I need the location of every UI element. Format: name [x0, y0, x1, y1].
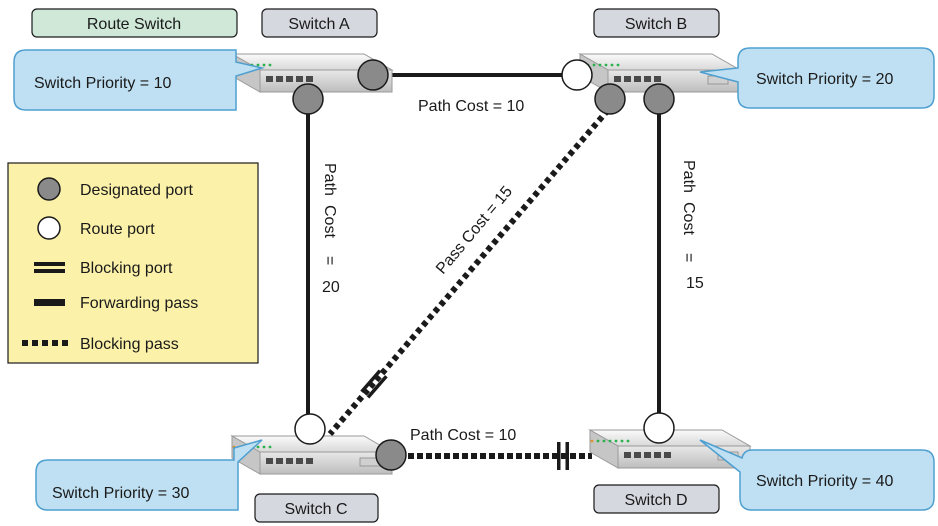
legend-blocking-port-icon-bottom — [34, 269, 65, 273]
link-b-d-label-part1: Path — [680, 160, 697, 193]
switch-c-name-bg — [254, 493, 379, 523]
switch-d-name-bg — [593, 484, 720, 514]
designated-port-b-south — [594, 83, 626, 115]
link-a-c-label: Path Cost = — [321, 163, 338, 265]
link-b-d-label-part3: = — [680, 253, 697, 262]
legend-blocking-pass-label: Blocking pass — [80, 336, 179, 353]
switch-c-priority-text: Switch Priority = 30 — [52, 485, 189, 502]
designated-port-a-east — [357, 59, 389, 91]
link-b-d-label-value: 15 — [686, 275, 704, 292]
route-switch-box: Route Switch — [31, 8, 238, 38]
designated-port-b-southeast — [643, 83, 675, 115]
switch-d-priority-callout: Switch Priority = 40 — [699, 439, 935, 511]
legend-blocking-port-icon-top — [34, 262, 65, 266]
switch-a-name: Switch A — [288, 16, 350, 33]
legend-route-port-icon — [37, 216, 61, 240]
blocking-port-mark-c-d — [557, 442, 569, 470]
link-b-c — [327, 108, 611, 436]
switch-b-priority-text: Switch Priority = 20 — [756, 71, 893, 88]
legend-designated-port-icon — [37, 177, 61, 201]
route-switch-box-bg — [31, 8, 238, 38]
switch-a-name-bg — [261, 8, 378, 38]
switch-d-name-box: Switch D — [593, 484, 720, 514]
switch-b-name-box: Switch B — [593, 8, 720, 38]
legend-forwarding-pass-icon — [34, 299, 65, 306]
switch-a-name-box: Switch A — [261, 8, 378, 38]
link-b-d-label: Path Cost = — [680, 160, 697, 262]
switch-a-priority-callout: Switch Priority = 10 — [13, 49, 265, 111]
blocking-port-mark-b-c — [360, 369, 388, 399]
switch-a-priority-text: Switch Priority = 10 — [34, 75, 171, 92]
switch-c-priority-bubble — [35, 439, 263, 511]
link-a-b-label: Path Cost = 10 — [418, 98, 524, 115]
route-port-d-north — [643, 412, 675, 444]
route-port-c-north — [294, 413, 326, 445]
switch-b-name-bg — [593, 8, 720, 38]
switch-b-priority-bubble — [699, 47, 935, 109]
link-a-c-label-part1: Path — [321, 163, 338, 196]
route-switch-label: Route Switch — [87, 16, 181, 33]
legend-forwarding-pass-label: Forwarding pass — [80, 295, 198, 312]
switch-d-name: Switch D — [624, 492, 687, 509]
designated-port-a-south — [292, 83, 324, 115]
designated-port-c-east — [375, 439, 407, 471]
switch-d-priority-bubble — [699, 439, 935, 511]
switch-c-name: Switch C — [284, 501, 347, 518]
link-a-c-label-value: 20 — [322, 279, 340, 296]
legend: Designated port Route port Blocking port… — [7, 162, 259, 364]
link-c-d-label: Path Cost = 10 — [410, 427, 516, 444]
switch-c-name-box: Switch C — [254, 493, 379, 523]
link-b-d-label-part2: Cost — [680, 202, 697, 235]
legend-blocking-port-label: Blocking port — [80, 260, 173, 277]
switch-a-priority-bubble — [13, 49, 265, 111]
switch-b-name: Switch B — [625, 16, 687, 33]
link-b-c-label: Pass Cost = 15 — [433, 183, 516, 277]
link-a-c-label-part2: Cost — [321, 205, 338, 238]
switch-d-priority-text: Switch Priority = 40 — [756, 473, 893, 490]
switch-c-priority-callout: Switch Priority = 30 — [35, 439, 263, 511]
route-port-b-west — [561, 59, 593, 91]
switch-b-priority-callout: Switch Priority = 20 — [699, 47, 935, 109]
legend-route-port-label: Route port — [80, 221, 155, 238]
legend-designated-port-label: Designated port — [80, 182, 194, 199]
link-a-c-label-part3: = — [321, 256, 338, 265]
